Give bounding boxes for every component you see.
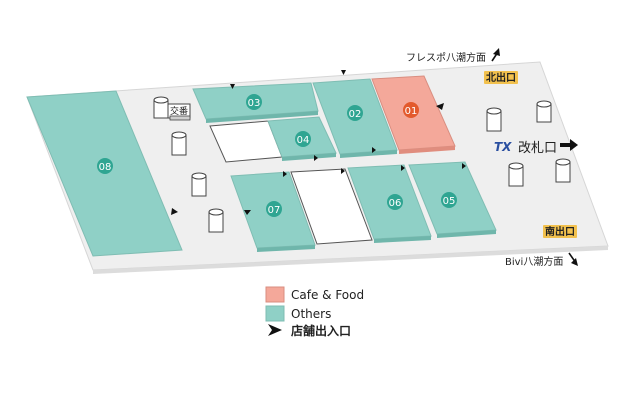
north-exit[interactable]: 北出口	[484, 71, 518, 84]
south-exit-label: 南出口	[545, 225, 575, 238]
gate-arrow-icon	[560, 139, 578, 151]
shop-04-number: 04	[297, 135, 310, 146]
entrance-arrow	[401, 165, 405, 171]
pillar	[153, 96, 169, 119]
north-exit-tag[interactable]	[484, 71, 518, 84]
shop-07[interactable]: 07	[230, 171, 316, 252]
entrance-arrow	[171, 208, 178, 215]
shop-02[interactable]: 02	[312, 78, 398, 158]
pillar	[555, 158, 571, 183]
shop-06-side	[374, 236, 431, 243]
tx-logo: TX	[494, 140, 512, 154]
entrance-arrow	[462, 163, 466, 169]
shop-08[interactable]: 08	[26, 90, 183, 257]
pillar	[486, 107, 502, 132]
entrance-arrow	[314, 155, 318, 161]
shop-05-number: 05	[443, 196, 456, 207]
pillar	[208, 208, 224, 233]
legend-label-entrance: 店舗出入口	[291, 323, 351, 338]
south-exit-tag[interactable]	[543, 225, 577, 238]
north-direction-label: フレスポ八潮方面	[406, 51, 486, 64]
shop-06-number: 06	[389, 198, 402, 209]
shop-03-number: 03	[248, 98, 261, 109]
legend-label-cafe: Cafe & Food	[291, 288, 364, 302]
south-direction-label: Bivi八潮方面	[505, 255, 563, 268]
pillars	[153, 96, 571, 233]
shop-04-side	[282, 153, 336, 161]
shop-05-side	[437, 230, 496, 238]
shop-02-badge	[347, 105, 363, 121]
police-box: 交番	[167, 103, 191, 121]
shop-01-number: 01	[405, 106, 418, 117]
pillar	[508, 162, 524, 187]
south-exit[interactable]: 南出口	[543, 225, 577, 238]
shop-06-badge	[387, 194, 403, 210]
entrance-arrow	[283, 171, 287, 177]
shop-05-badge	[441, 192, 457, 208]
entrance-arrow	[341, 168, 345, 174]
pillar	[191, 172, 207, 197]
map-legend: Cafe & Food Others 店舗出入口	[265, 286, 364, 338]
entrance-arrow	[230, 84, 235, 89]
floor-edge	[93, 246, 608, 274]
entrance-arrow	[341, 70, 346, 75]
shop-04-badge	[295, 131, 311, 147]
entrance-arrow	[372, 147, 376, 153]
shop-02-side	[340, 150, 397, 158]
legend-swatch-cafe	[265, 286, 285, 303]
shop-01-side	[399, 146, 455, 154]
entrance-arrow	[436, 103, 444, 110]
shop-01-badge	[403, 102, 419, 118]
shop-03[interactable]: 03	[192, 82, 319, 123]
shop-08-number: 08	[99, 162, 112, 173]
shop-05[interactable]: 05	[408, 161, 497, 238]
shop-03-side	[206, 111, 318, 123]
legend-swatch-others	[265, 305, 285, 322]
shop-04[interactable]: 04	[267, 116, 337, 161]
shop-07-badge	[266, 201, 282, 217]
pillar	[171, 131, 187, 156]
shop-07-side	[257, 245, 315, 252]
ticket-gate-label: 改札口	[518, 141, 557, 156]
police-box-label: 交番	[170, 105, 188, 117]
pillar	[536, 100, 552, 123]
north-arrow-icon	[491, 48, 500, 62]
shop-06[interactable]: 06	[347, 164, 432, 243]
legend-entrance-arrow-icon	[268, 324, 282, 336]
shop-01[interactable]: 01	[371, 75, 456, 154]
tx-ticket-gate[interactable]: TX 改札口	[494, 139, 578, 156]
shop-entrance-markers	[171, 70, 466, 215]
north-exit-label: 北出口	[486, 71, 516, 84]
shop-07-number: 07	[268, 205, 281, 216]
shop-03-badge	[246, 94, 262, 110]
legend-label-others: Others	[291, 307, 331, 321]
shop-02-number: 02	[349, 109, 362, 120]
void-area-south	[290, 168, 373, 245]
shop-08-badge	[97, 158, 113, 174]
entrance-arrow	[244, 210, 251, 215]
south-arrow-icon	[568, 252, 578, 266]
